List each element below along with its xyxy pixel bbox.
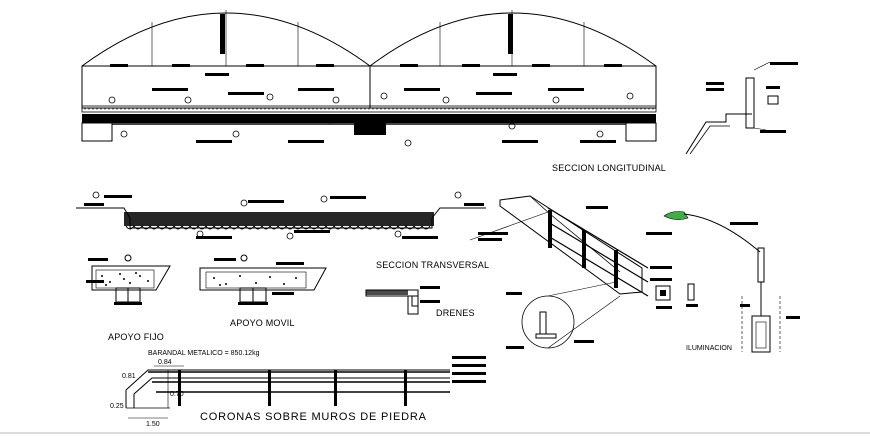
label-seccion-longitudinal: SECCION LONGITUDINAL	[552, 163, 666, 173]
detail-top-right	[685, 61, 798, 155]
lamp-post	[646, 211, 800, 353]
dim-150: 1.50	[146, 421, 160, 428]
perspective-railing	[469, 195, 672, 349]
railing-elevation	[125, 356, 486, 419]
post-details	[655, 283, 698, 309]
longitudinal-section	[81, 10, 657, 147]
hangers	[151, 10, 585, 66]
detail-zoom-circle	[521, 295, 575, 349]
dim-081: 0.81	[122, 373, 136, 380]
label-seccion-transversal: SECCION TRANSVERSAL	[376, 260, 489, 270]
dim-084: 0.84	[158, 359, 172, 366]
transversal-section	[76, 191, 486, 240]
label-barandal: BARANDAL METALICO = 850.12kg	[148, 350, 260, 357]
apoyo-fijo-detail	[86, 254, 171, 305]
deck-box	[81, 65, 657, 109]
apoyo-movil-detail	[199, 254, 327, 305]
label-apoyo-fijo: APOYO FIJO	[108, 332, 164, 342]
arch-right	[369, 12, 657, 67]
label-coronas: CORONAS SOBRE MUROS DE PIEDRA	[200, 411, 427, 423]
label-iluminacion: ILUMINACION	[686, 345, 732, 352]
label-drenes: DRENES	[436, 308, 475, 318]
dim-025: 0.25	[110, 403, 124, 410]
drenes-detail	[365, 286, 440, 315]
dim-070: 0.70	[170, 391, 184, 398]
label-apoyo-movil: APOYO MOVIL	[230, 318, 295, 328]
